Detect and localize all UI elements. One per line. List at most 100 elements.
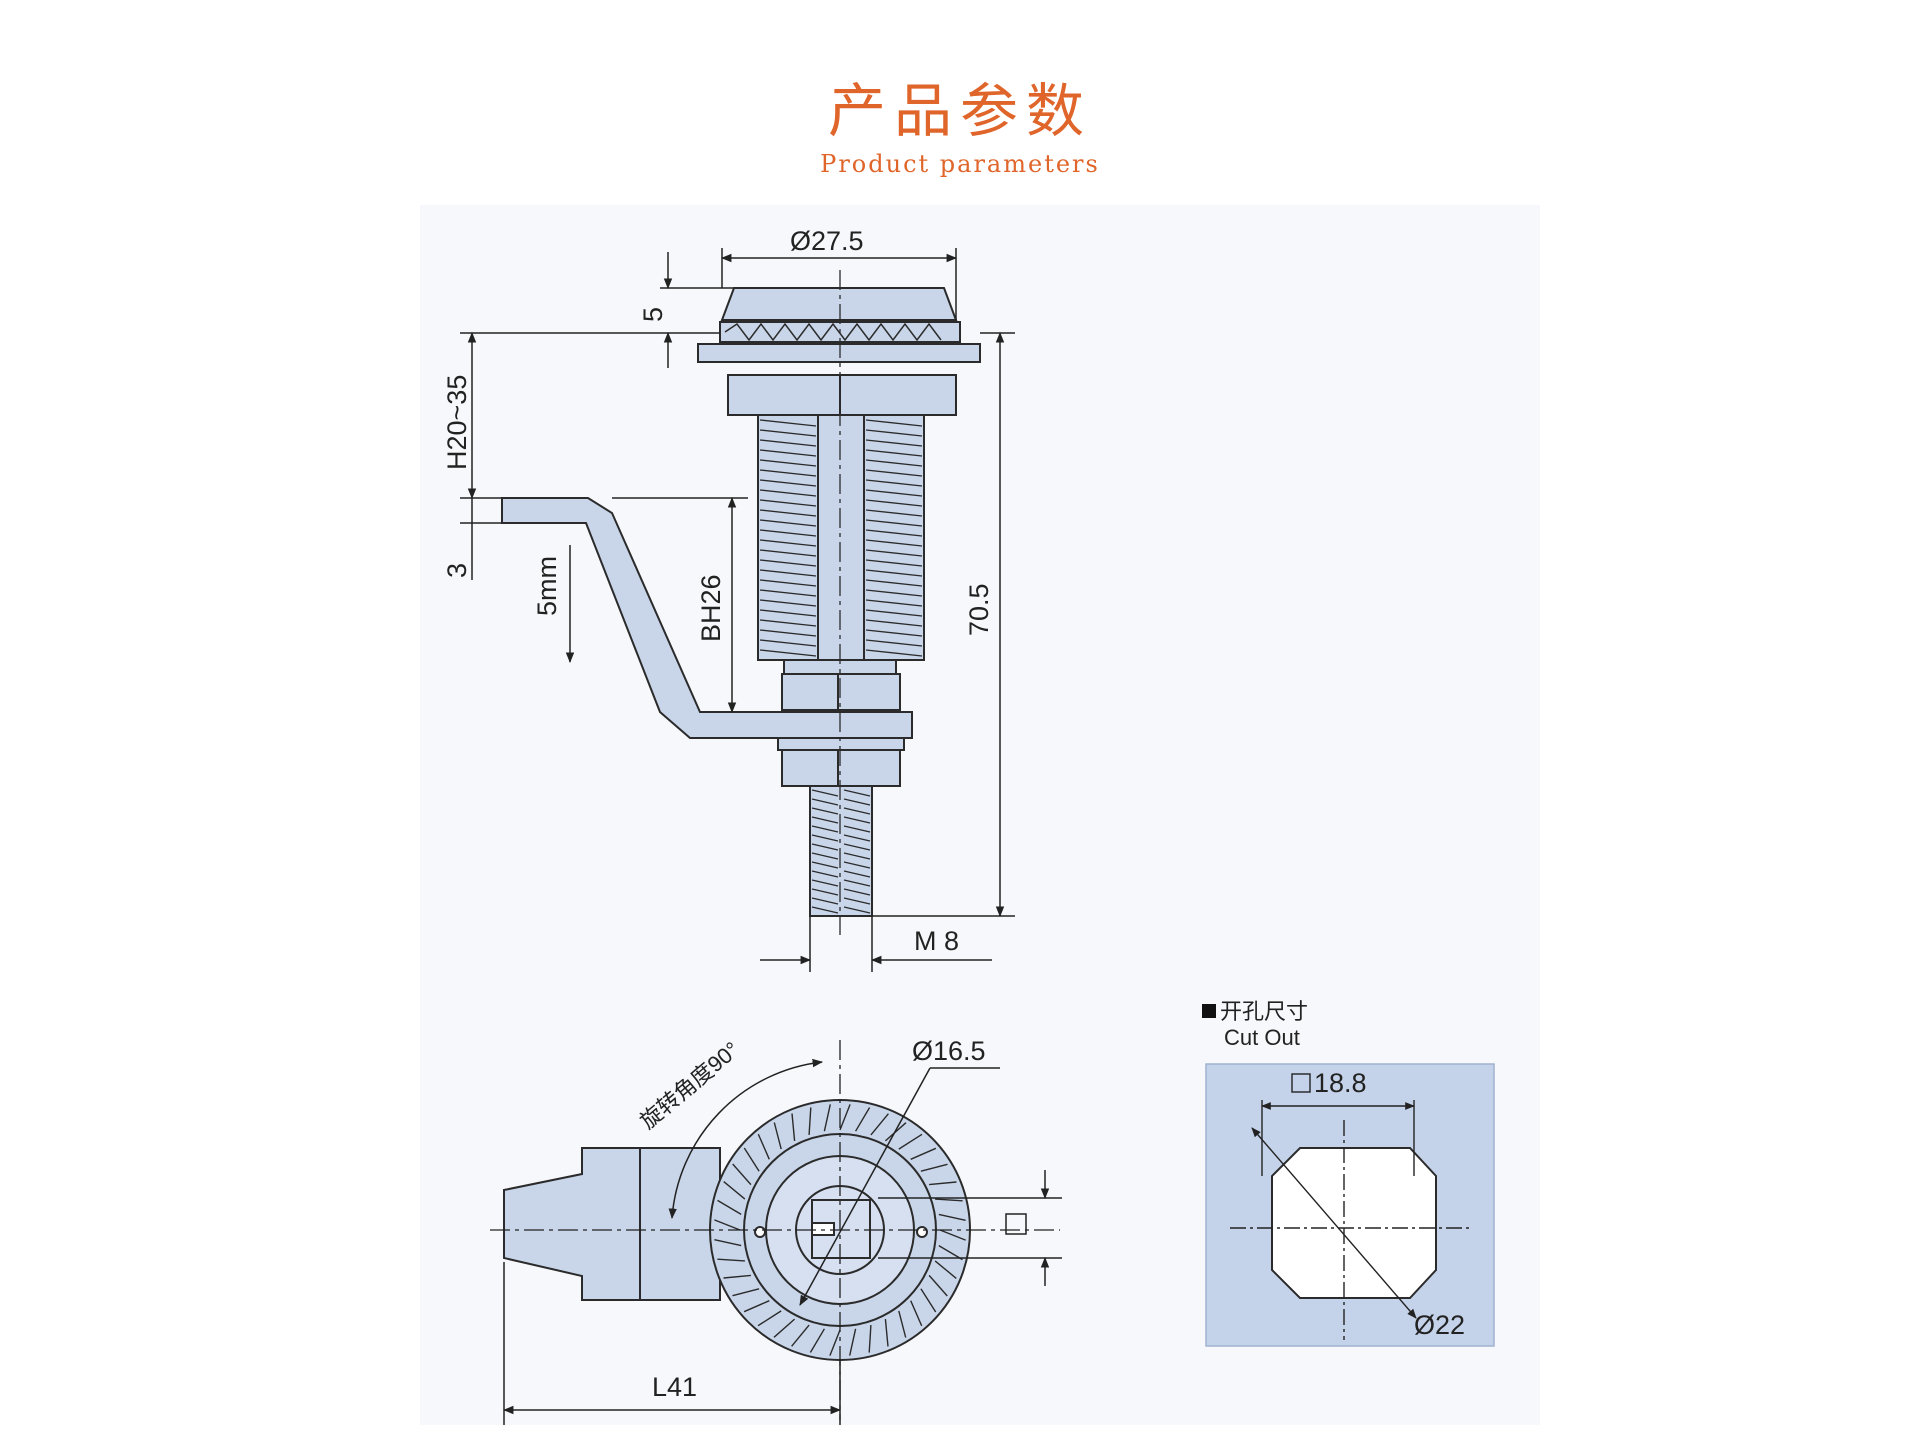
thread-line: [843, 888, 871, 896]
thread-line: [843, 879, 871, 887]
thread-line: [865, 429, 923, 437]
thread-line: [759, 469, 817, 477]
serration-line: [928, 1274, 948, 1297]
serration-line: [935, 1198, 963, 1202]
thread-line: [865, 649, 923, 657]
thread-line: [759, 419, 817, 427]
bolt: [809, 785, 873, 917]
thread-line: [865, 479, 923, 487]
thread-line: [843, 861, 871, 869]
thread-line: [865, 529, 923, 537]
thread-line: [811, 852, 839, 860]
cutout-label-cn: 开孔尺寸: [1220, 999, 1308, 1024]
thread-line: [811, 897, 839, 905]
thread-line: [865, 589, 923, 597]
serration-line: [898, 1133, 923, 1150]
serration-line: [920, 1163, 948, 1172]
thread-line: [759, 649, 817, 657]
thread-line: [811, 816, 839, 824]
serration-line: [809, 1328, 826, 1353]
thread-line: [759, 459, 817, 467]
serration-line: [910, 1300, 923, 1327]
thread-line: [843, 816, 871, 824]
serration-line: [939, 1229, 966, 1241]
thread-line: [759, 609, 817, 617]
thread-line: [843, 825, 871, 833]
dim-total-length: 70.5: [964, 583, 994, 636]
thread-line: [759, 489, 817, 497]
serration-line: [868, 1325, 872, 1353]
thread-line: [865, 539, 923, 547]
cutout-panel: 18.8 Ø22: [1205, 1063, 1495, 1347]
serration-line: [934, 1260, 957, 1279]
thread-line: [843, 906, 871, 914]
serration-line: [898, 1310, 907, 1338]
thread-line: [865, 559, 923, 567]
thread-line: [865, 569, 923, 577]
thread-line: [759, 579, 817, 587]
thread-line: [759, 509, 817, 517]
serration-line: [791, 1324, 810, 1347]
thread-line: [843, 852, 871, 860]
thread-line: [865, 579, 923, 587]
serration-line: [839, 1104, 851, 1131]
serration-line: [849, 1328, 857, 1356]
thread-line: [811, 789, 839, 797]
thread-line: [865, 609, 923, 617]
thread-line: [865, 519, 923, 527]
top-dimensions: [490, 1040, 1062, 1425]
thread-line: [759, 589, 817, 597]
page-title-en: Product parameters: [820, 150, 1100, 178]
thread-line: [759, 549, 817, 557]
flange-plate: [697, 343, 981, 363]
serration-line: [910, 1147, 937, 1160]
serration-line: [773, 1318, 796, 1338]
dim-key-diameter: Ø16.5: [912, 1036, 986, 1066]
thread-line: [843, 798, 871, 806]
thread-line: [759, 499, 817, 507]
serration-line: [929, 1181, 957, 1186]
thread-line: [865, 549, 923, 557]
thread-line: [865, 639, 923, 647]
serration-line: [743, 1300, 770, 1313]
serration-line: [938, 1213, 966, 1221]
thread-line: [811, 843, 839, 851]
thread-line: [865, 599, 923, 607]
cutout-hole: [1271, 1147, 1437, 1299]
thread-line: [759, 629, 817, 637]
serration-line: [870, 1113, 889, 1136]
thread-line: [759, 569, 817, 577]
thread-line: [811, 807, 839, 815]
serration-line: [854, 1107, 871, 1132]
serration-line: [920, 1288, 937, 1313]
serration-line: [757, 1310, 782, 1327]
thread-line: [811, 879, 839, 887]
thread-line: [759, 539, 817, 547]
dim-cam-thickness: 3: [442, 563, 472, 578]
dim-5mm: 5mm: [532, 556, 562, 616]
thread-line: [759, 439, 817, 447]
thread-line: [843, 789, 871, 797]
serration-line: [714, 1239, 742, 1247]
thread-line: [865, 419, 923, 427]
thread-line: [865, 499, 923, 507]
cutout-diameter: Ø22: [1414, 1310, 1465, 1340]
serration-line: [717, 1258, 745, 1262]
thread-line: [865, 489, 923, 497]
thread-line: [843, 897, 871, 905]
thread-hatching: [759, 419, 923, 914]
serration-line: [732, 1288, 760, 1297]
side-view: [501, 270, 981, 935]
hex-nut: [727, 374, 957, 416]
thread-line: [811, 870, 839, 878]
thread-line: [811, 888, 839, 896]
thread-line: [759, 429, 817, 437]
dim-head-height: 5: [638, 307, 668, 322]
page-title-cn: 产品参数: [827, 77, 1092, 145]
cam-arm-top: [503, 1147, 721, 1301]
lock-head: [720, 287, 958, 321]
serration-line: [723, 1274, 751, 1279]
dim-bh: BH26: [696, 574, 726, 642]
thread-line: [759, 639, 817, 647]
